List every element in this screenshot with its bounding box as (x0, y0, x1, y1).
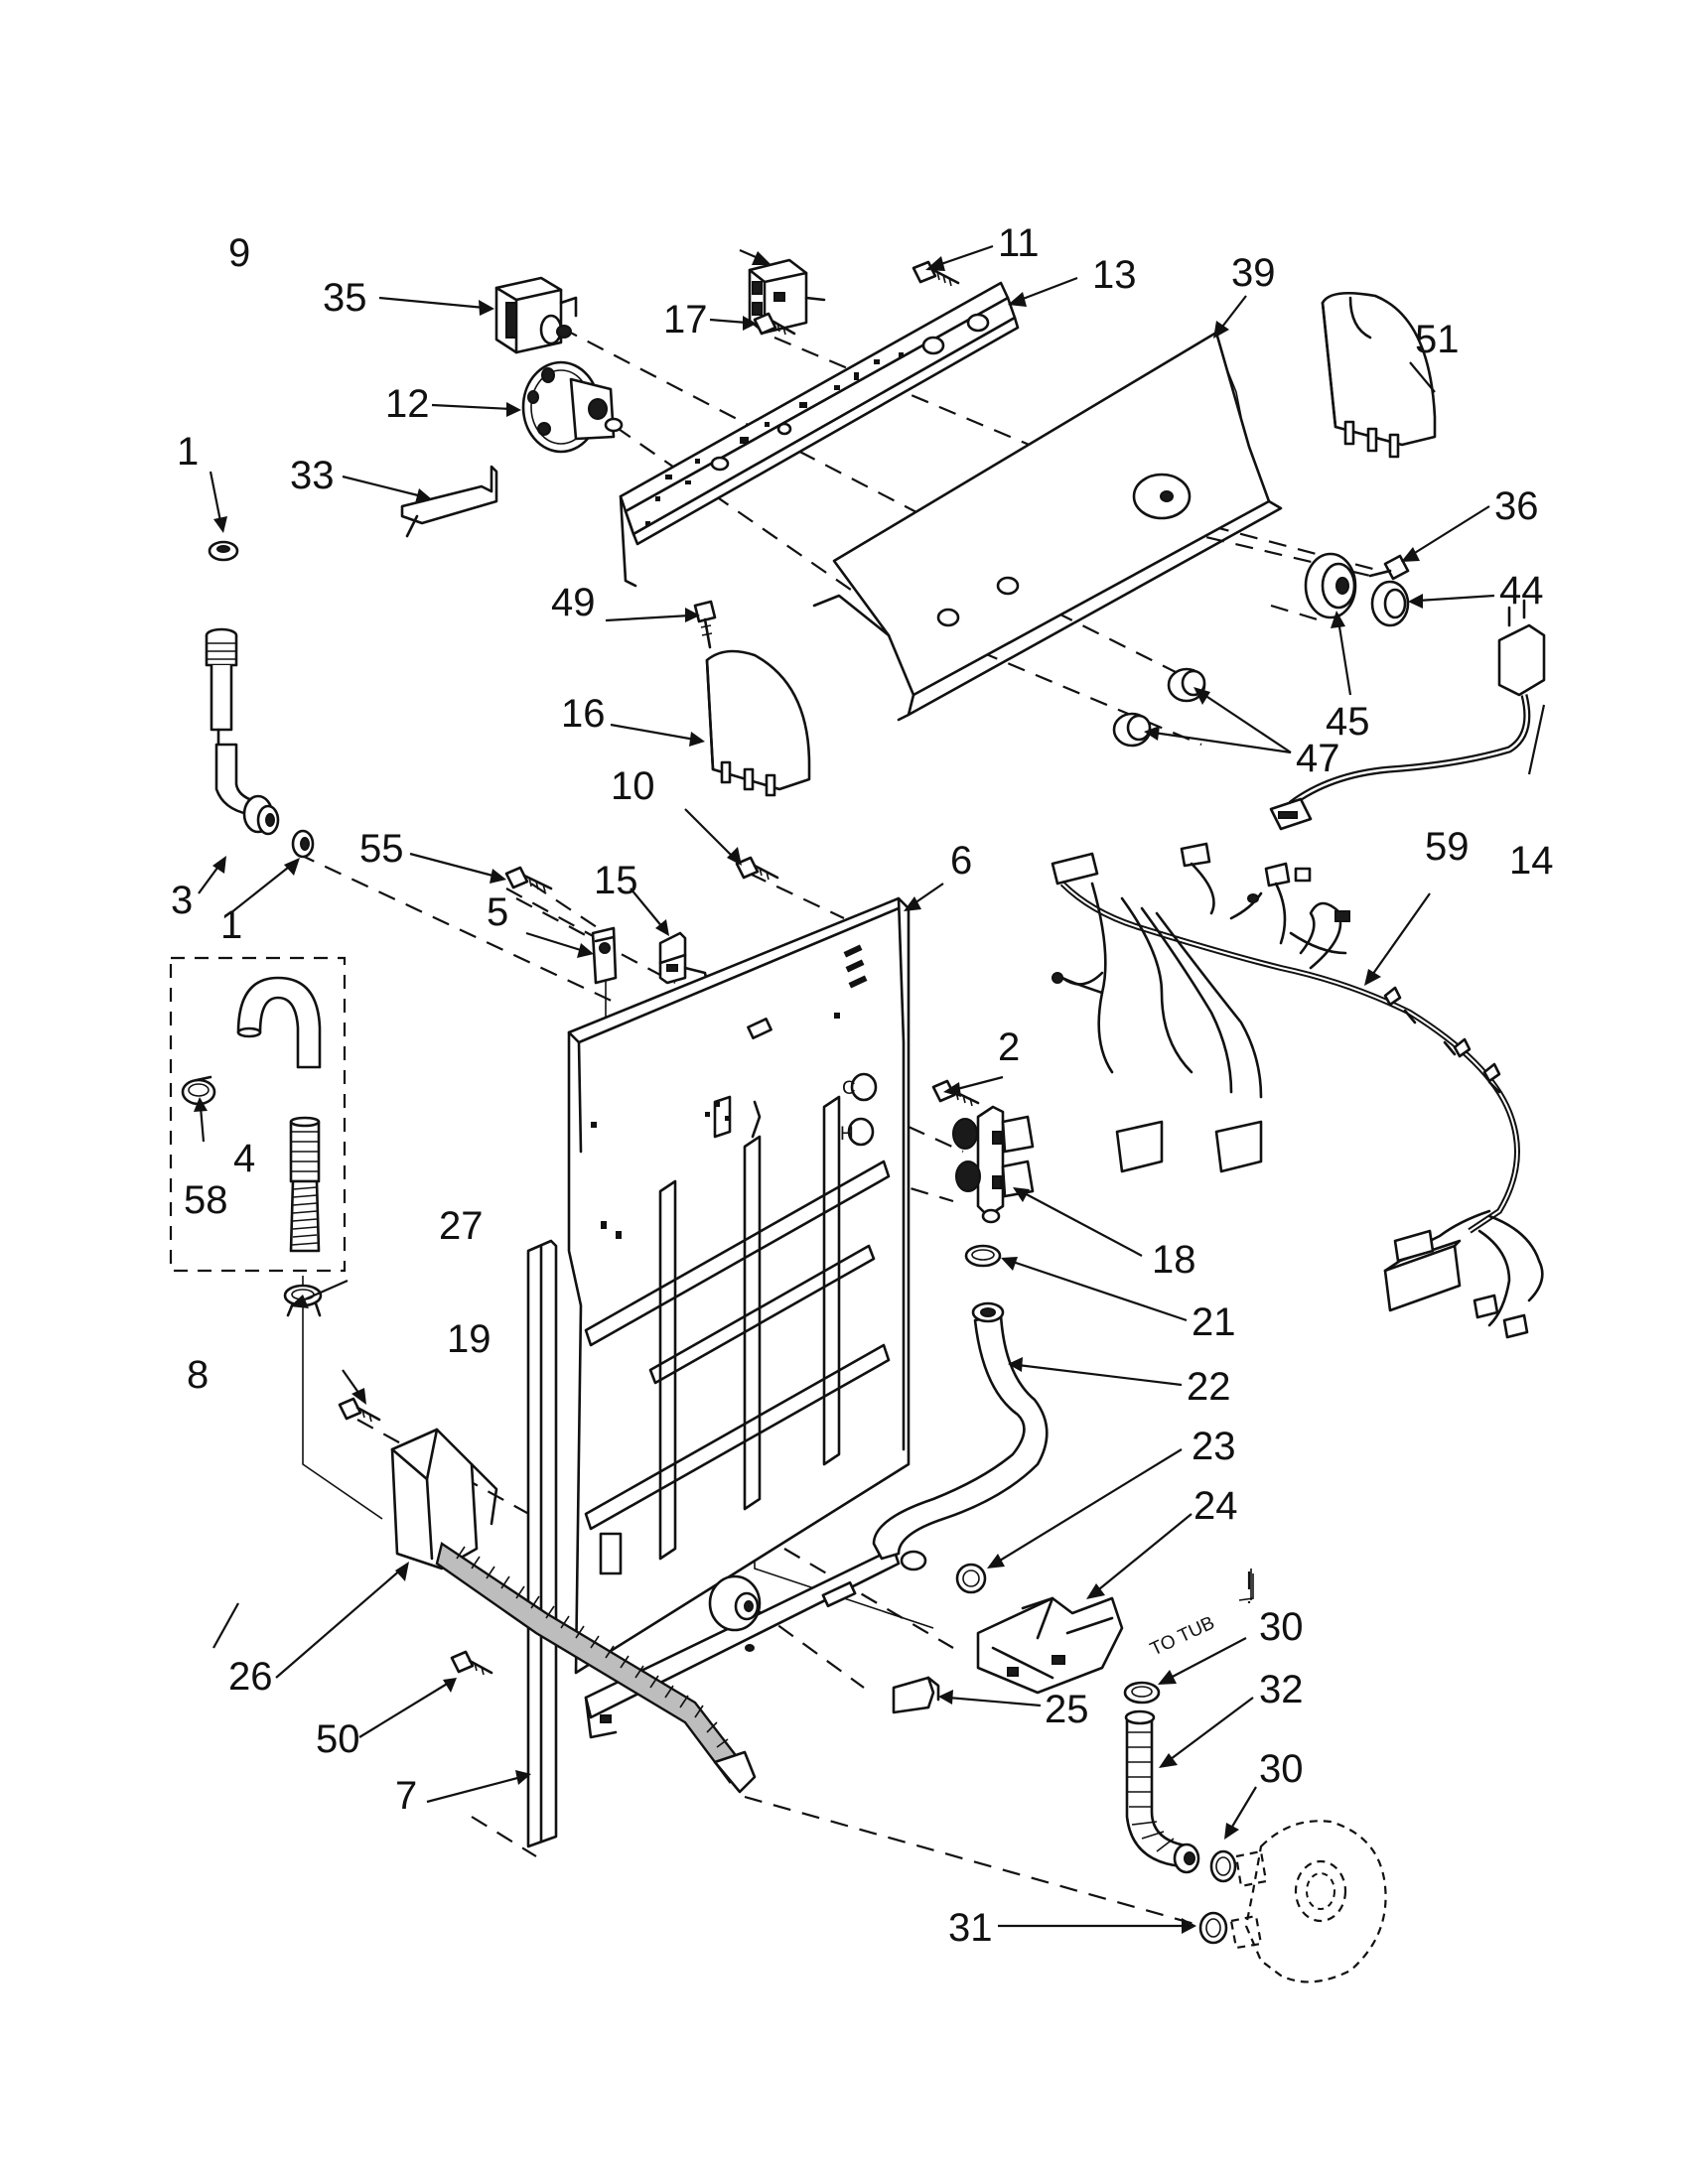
callout-18: 18 (1152, 1238, 1196, 1282)
inlet-hose-part-3 (205, 627, 280, 836)
switch-part-12 (521, 360, 624, 454)
clamp-part-30-bottom (1209, 1849, 1237, 1883)
valve-cold-mark: C (842, 1078, 856, 1099)
wire-harness-part-59 (1051, 842, 1544, 1339)
screw-part-17 (753, 312, 796, 336)
callout-45: 45 (1326, 700, 1370, 744)
callout-50: 50 (316, 1717, 360, 1761)
cap-part-44 (1370, 580, 1410, 627)
callout-47: 47 (1296, 737, 1340, 780)
callout-12: 12 (385, 382, 430, 426)
callout-9: 9 (228, 231, 250, 275)
clamp-part-31 (1198, 1911, 1228, 1945)
callout-4: 4 (233, 1137, 255, 1180)
ball-part-25-assembly (708, 1574, 762, 1632)
callout-30-top: 30 (1259, 1605, 1304, 1649)
callout-21: 21 (1192, 1300, 1236, 1344)
end-cap-part-51 (1321, 291, 1437, 459)
callout-27: 27 (439, 1204, 484, 1248)
callout-19: 19 (447, 1317, 491, 1361)
console-panel-part-39 (812, 331, 1283, 722)
clip-part-5 (591, 926, 618, 985)
callout-1-bottom: 1 (220, 903, 242, 947)
panel-ribs (584, 1095, 891, 1561)
callout-22: 22 (1187, 1365, 1231, 1409)
callout-24: 24 (1193, 1484, 1238, 1528)
callout-44: 44 (1499, 569, 1544, 613)
callout-36: 36 (1494, 484, 1539, 528)
bracket-holes (645, 352, 904, 526)
console-bracket-part-13 (619, 281, 1020, 588)
callout-14: 14 (1509, 839, 1554, 883)
clamp-part-21 (964, 1244, 1002, 1268)
timer-part-35 (494, 276, 578, 354)
callout-59: 59 (1425, 825, 1470, 869)
clamp-part-23 (955, 1563, 987, 1594)
callout-25: 25 (1045, 1688, 1089, 1731)
leader-arrows (194, 244, 1546, 1934)
bracket-part-33 (400, 465, 498, 538)
callout-55: 55 (359, 827, 404, 871)
callout-11: 11 (998, 221, 1040, 265)
callout-8: 8 (187, 1353, 209, 1397)
screw-part-50 (450, 1650, 493, 1676)
washer-part-1-top (208, 540, 239, 562)
callout-39: 39 (1231, 251, 1276, 295)
callout-15: 15 (594, 859, 638, 902)
clip-part-15 (658, 931, 709, 985)
rear-panel-part-6: C H (567, 896, 911, 1739)
washer-part-1-bottom (291, 829, 315, 859)
siphon-part-24 (976, 1596, 1124, 1695)
valve-hot-mark: H (840, 1124, 854, 1145)
panel-holes (591, 944, 868, 1239)
knob-part-47b (1112, 712, 1152, 748)
callout-31: 31 (948, 1906, 993, 1950)
callout-16: 16 (561, 692, 606, 736)
callout-32: 32 (1259, 1668, 1304, 1711)
clip-part-25 (892, 1676, 940, 1714)
screw-part-10 (735, 856, 779, 881)
callout-33: 33 (290, 454, 335, 497)
screw-part-11 (912, 260, 960, 287)
callout-10: 10 (611, 764, 655, 808)
power-cord-part-14 (1269, 599, 1546, 831)
clamp-part-30-top (1123, 1681, 1161, 1705)
screw-part-36 (1368, 554, 1410, 581)
standpipe-part-8 (289, 1116, 321, 1253)
drain-hose-part-26 (435, 1542, 757, 1794)
pump-body (1229, 1820, 1387, 1983)
callout-1-top: 1 (177, 430, 199, 474)
assembly-lines (297, 327, 1381, 1928)
fill-hose-part-22 (872, 1301, 1049, 1571)
hose-part-4 (236, 976, 322, 1069)
screw-part-19 (338, 1397, 381, 1423)
callout-51: 51 (1415, 318, 1460, 361)
callout-5: 5 (487, 890, 508, 934)
callout-2: 2 (998, 1025, 1020, 1069)
callout-labels: 9 9 35 12 1 33 11 13 17 39 51 36 44 45 4… (171, 221, 1554, 1950)
callout-30-bottom: 30 (1259, 1747, 1304, 1791)
inlet-valve-part-18 (952, 1105, 1035, 1224)
callout-26: 26 (228, 1655, 273, 1699)
callout-49: 49 (551, 581, 596, 624)
pump-hose-part-32 (1124, 1709, 1200, 1874)
side-rail-part-7 (526, 1239, 558, 1848)
callout-3: 3 (171, 879, 193, 922)
end-cap-part-16 (705, 649, 811, 797)
pump-housing-part-26 (390, 1428, 498, 1570)
screw-part-55 (504, 866, 553, 892)
screw-part-49 (693, 600, 717, 649)
knob-part-45 (1304, 552, 1357, 619)
callout-6: 6 (950, 839, 972, 883)
callout-58: 58 (184, 1178, 228, 1222)
to-tub-label: TO TUB (1147, 1612, 1217, 1660)
drain-kit-part-8 (169, 956, 347, 1273)
callout-35: 35 (323, 276, 367, 320)
callout-23: 23 (1192, 1425, 1236, 1468)
callout-13: 13 (1092, 253, 1137, 297)
callout-17: 17 (663, 298, 708, 341)
callout-7: 7 (395, 1774, 417, 1818)
